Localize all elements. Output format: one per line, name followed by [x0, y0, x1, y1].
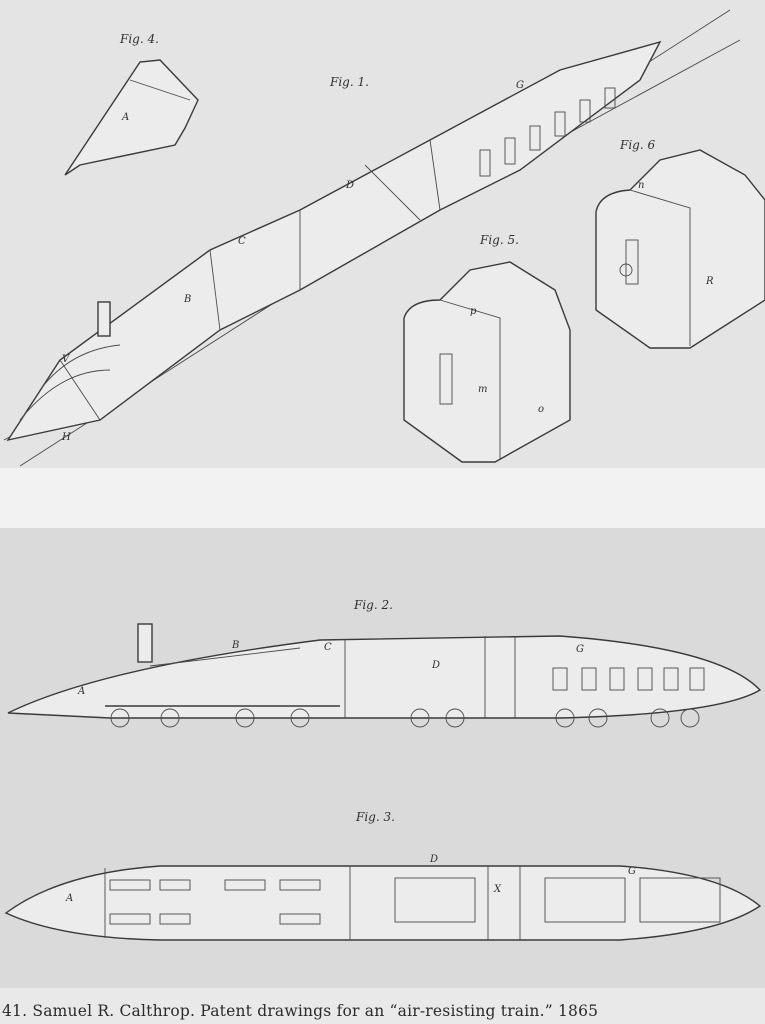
part-label-a3: A	[66, 893, 74, 904]
fig6-door-plate	[625, 239, 639, 285]
fig1-label: Fig. 1.	[330, 75, 369, 89]
part-label-c2: C	[324, 642, 332, 653]
part-label-d2: D	[432, 660, 441, 671]
fig2-smokestack	[137, 623, 153, 663]
fig1-train-body	[6, 40, 662, 442]
part-label-g3: G	[628, 866, 636, 877]
fig3-train-plan	[4, 865, 762, 941]
part-label-v: V	[62, 354, 70, 365]
fig6-box	[595, 149, 765, 349]
part-label-b: B	[184, 294, 192, 305]
fig5-box	[403, 261, 571, 463]
part-label-d3: D	[430, 854, 439, 865]
patent-drawing-top	[3, 9, 765, 467]
fig5-door-plate	[439, 353, 453, 405]
patent-plate-top: Fig. 4. Fig. 1. Fig. 6 Fig. 5. A G D C B…	[0, 0, 765, 468]
fig2-wheels	[110, 708, 700, 728]
fig1-section-line	[364, 164, 421, 221]
patent-plate-bottom: Fig. 2. Fig. 3. A B C D G A D G X	[0, 528, 765, 988]
part-label-a2: A	[78, 686, 86, 697]
fig1-smokestack	[97, 301, 111, 337]
fig4-nose-cone	[64, 59, 199, 176]
part-label-x3: X	[494, 884, 502, 895]
fig2-boiler-line	[149, 647, 301, 667]
part-label-d: D	[346, 180, 355, 191]
fig6-edge	[629, 189, 691, 346]
fig6-label: Fig. 6	[620, 138, 656, 152]
part-label-o: o	[538, 404, 545, 415]
fig1-section-line	[429, 139, 441, 211]
part-label-r: R	[706, 276, 714, 287]
part-label-g: G	[516, 80, 524, 91]
fig2-train-side	[7, 635, 762, 719]
part-label-n: n	[638, 180, 645, 191]
part-label-p: p	[470, 306, 477, 317]
part-label-b2: B	[232, 640, 240, 651]
fig1-nose-rib	[39, 344, 121, 391]
fig6-ring-handle	[619, 263, 633, 277]
fig4-label: Fig. 4.	[120, 32, 159, 46]
fig2-label: Fig. 2.	[354, 598, 393, 612]
part-label-a: A	[122, 112, 130, 123]
fig4-rib	[129, 79, 191, 101]
part-label-m: m	[478, 384, 488, 395]
fig1-windows	[479, 87, 616, 177]
part-label-g2: G	[576, 644, 584, 655]
part-label-h: H	[62, 432, 71, 443]
part-label-c: C	[238, 236, 246, 247]
fig1-section-line	[59, 359, 101, 421]
fig3-compartments	[109, 877, 721, 925]
patent-drawing-bottom	[4, 623, 762, 941]
plate-gap	[0, 468, 765, 528]
fig5-edge	[439, 299, 501, 460]
fig5-label: Fig. 5.	[480, 233, 519, 247]
fig1-section-line	[209, 249, 221, 331]
figure-caption: 41. Samuel R. Calthrop. Patent drawings …	[2, 1002, 599, 1020]
fig3-label: Fig. 3.	[356, 810, 395, 824]
fig2-windows	[552, 667, 705, 691]
fig1-nose-rib	[19, 369, 111, 421]
